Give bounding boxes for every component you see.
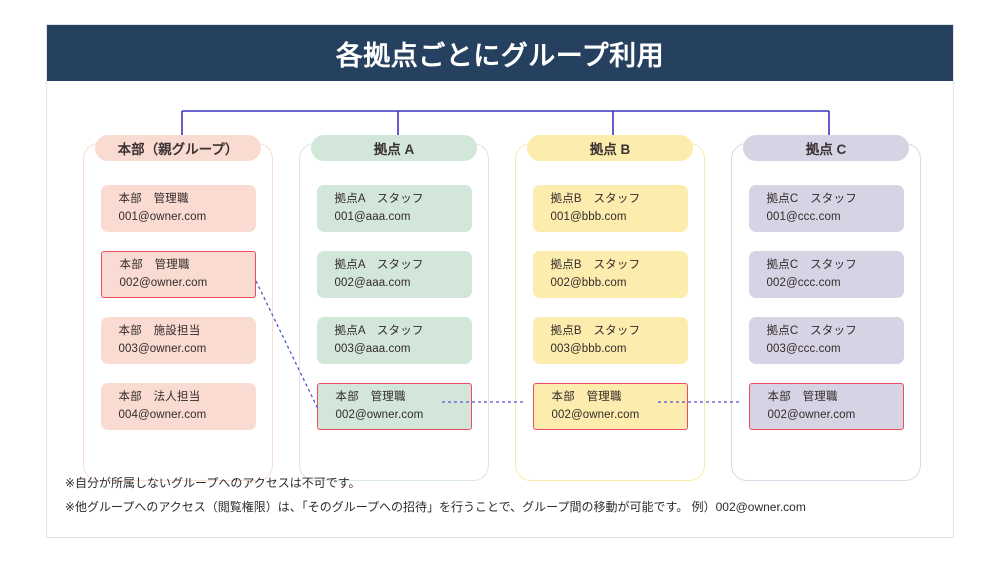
member-email: 001@ccc.com (766, 210, 841, 223)
group-column-kyoten-c: 拠点 C 拠点C スタッフ 001@ccc.com 拠点C スタッフ 002@c… (731, 135, 921, 481)
group-column-kyoten-a: 拠点 A 拠点A スタッフ 001@aaa.com 拠点A スタッフ 002@a… (299, 135, 489, 481)
member-list: 拠点B スタッフ 001@bbb.com 拠点B スタッフ 002@bbb.co… (515, 175, 705, 465)
member-email: 003@owner.com (118, 342, 207, 355)
member-cell[interactable]: 拠点C スタッフ 003@ccc.com (748, 317, 904, 364)
member-email: 002@ccc.com (766, 276, 841, 289)
member-role: 拠点B スタッフ (550, 192, 641, 205)
member-role: 本部 管理職 (551, 390, 622, 403)
member-email: 002@aaa.com (334, 276, 411, 289)
member-list: 本部 管理職 001@owner.com 本部 管理職 002@owner.co… (83, 175, 273, 465)
member-role: 拠点B スタッフ (550, 324, 641, 337)
member-role: 拠点A スタッフ (334, 324, 424, 337)
member-email: 003@bbb.com (550, 342, 627, 355)
member-email: 001@owner.com (118, 210, 207, 223)
group-header-kyoten-c: 拠点 C (743, 135, 909, 161)
group-column-kyoten-b: 拠点 B 拠点B スタッフ 001@bbb.com 拠点B スタッフ 002@b… (515, 135, 705, 481)
group-column-honbu: 本部（親グループ） 本部 管理職 001@owner.com 本部 管理職 00… (83, 135, 273, 481)
member-email: 002@owner.com (551, 408, 640, 421)
member-email: 004@owner.com (118, 408, 207, 421)
member-role: 本部 管理職 (335, 390, 406, 403)
member-role: 本部 管理職 (118, 192, 189, 205)
member-email: 003@ccc.com (766, 342, 841, 355)
member-email: 002@owner.com (335, 408, 424, 421)
group-header-honbu: 本部（親グループ） (95, 135, 261, 161)
member-role: 本部 施設担当 (118, 324, 201, 337)
member-role: 拠点B スタッフ (550, 258, 641, 271)
member-role: 本部 法人担当 (118, 390, 201, 403)
member-cell-highlighted[interactable]: 本部 管理職 002@owner.com (532, 383, 688, 430)
page-title: 各拠点ごとにグループ利用 (335, 40, 665, 71)
member-role: 本部 管理職 (767, 390, 838, 403)
member-cell[interactable]: 本部 法人担当 004@owner.com (100, 383, 256, 430)
member-role: 拠点C スタッフ (766, 258, 857, 271)
member-role: 本部 管理職 (119, 258, 190, 271)
member-role: 拠点A スタッフ (334, 258, 424, 271)
member-cell[interactable]: 拠点C スタッフ 001@ccc.com (748, 185, 904, 232)
member-list: 拠点C スタッフ 001@ccc.com 拠点C スタッフ 002@ccc.co… (731, 175, 921, 465)
member-role: 拠点A スタッフ (334, 192, 424, 205)
member-role: 拠点C スタッフ (766, 192, 857, 205)
member-cell[interactable]: 拠点B スタッフ 003@bbb.com (532, 317, 688, 364)
member-email: 003@aaa.com (334, 342, 411, 355)
member-cell-highlighted[interactable]: 本部 管理職 002@owner.com (748, 383, 904, 430)
member-cell-highlighted[interactable]: 本部 管理職 002@owner.com (316, 383, 472, 430)
group-header-kyoten-b: 拠点 B (527, 135, 693, 161)
member-cell[interactable]: 拠点B スタッフ 001@bbb.com (532, 185, 688, 232)
footnotes: ※自分が所属しないグループへのアクセスは不可です。 ※他グループへのアクセス（閲… (65, 471, 945, 519)
member-cell[interactable]: 拠点A スタッフ 003@aaa.com (316, 317, 472, 364)
footnote-2: ※他グループへのアクセス（閲覧権限）は、「そのグループへの招待」を行うことで、グ… (65, 500, 806, 514)
slide-card: 各拠点ごとにグループ利用 本部（親グループ） 本部 管理職 001@owner.… (46, 24, 954, 538)
group-columns: 本部（親グループ） 本部 管理職 001@owner.com 本部 管理職 00… (47, 25, 955, 539)
group-header-kyoten-a: 拠点 A (311, 135, 477, 161)
member-cell[interactable]: 拠点A スタッフ 002@aaa.com (316, 251, 472, 298)
member-cell[interactable]: 拠点A スタッフ 001@aaa.com (316, 185, 472, 232)
member-cell[interactable]: 本部 施設担当 003@owner.com (100, 317, 256, 364)
member-cell[interactable]: 拠点C スタッフ 002@ccc.com (748, 251, 904, 298)
member-cell-highlighted[interactable]: 本部 管理職 002@owner.com (100, 251, 256, 298)
member-email: 002@bbb.com (550, 276, 627, 289)
footnote-1: ※自分が所属しないグループへのアクセスは不可です。 (65, 476, 361, 490)
slide-header: 各拠点ごとにグループ利用 (47, 25, 953, 81)
member-cell[interactable]: 本部 管理職 001@owner.com (100, 185, 256, 232)
member-email: 002@owner.com (119, 276, 208, 289)
member-cell[interactable]: 拠点B スタッフ 002@bbb.com (532, 251, 688, 298)
member-list: 拠点A スタッフ 001@aaa.com 拠点A スタッフ 002@aaa.co… (299, 175, 489, 465)
member-role: 拠点C スタッフ (766, 324, 857, 337)
member-email: 001@aaa.com (334, 210, 411, 223)
member-email: 001@bbb.com (550, 210, 627, 223)
member-email: 002@owner.com (767, 408, 856, 421)
